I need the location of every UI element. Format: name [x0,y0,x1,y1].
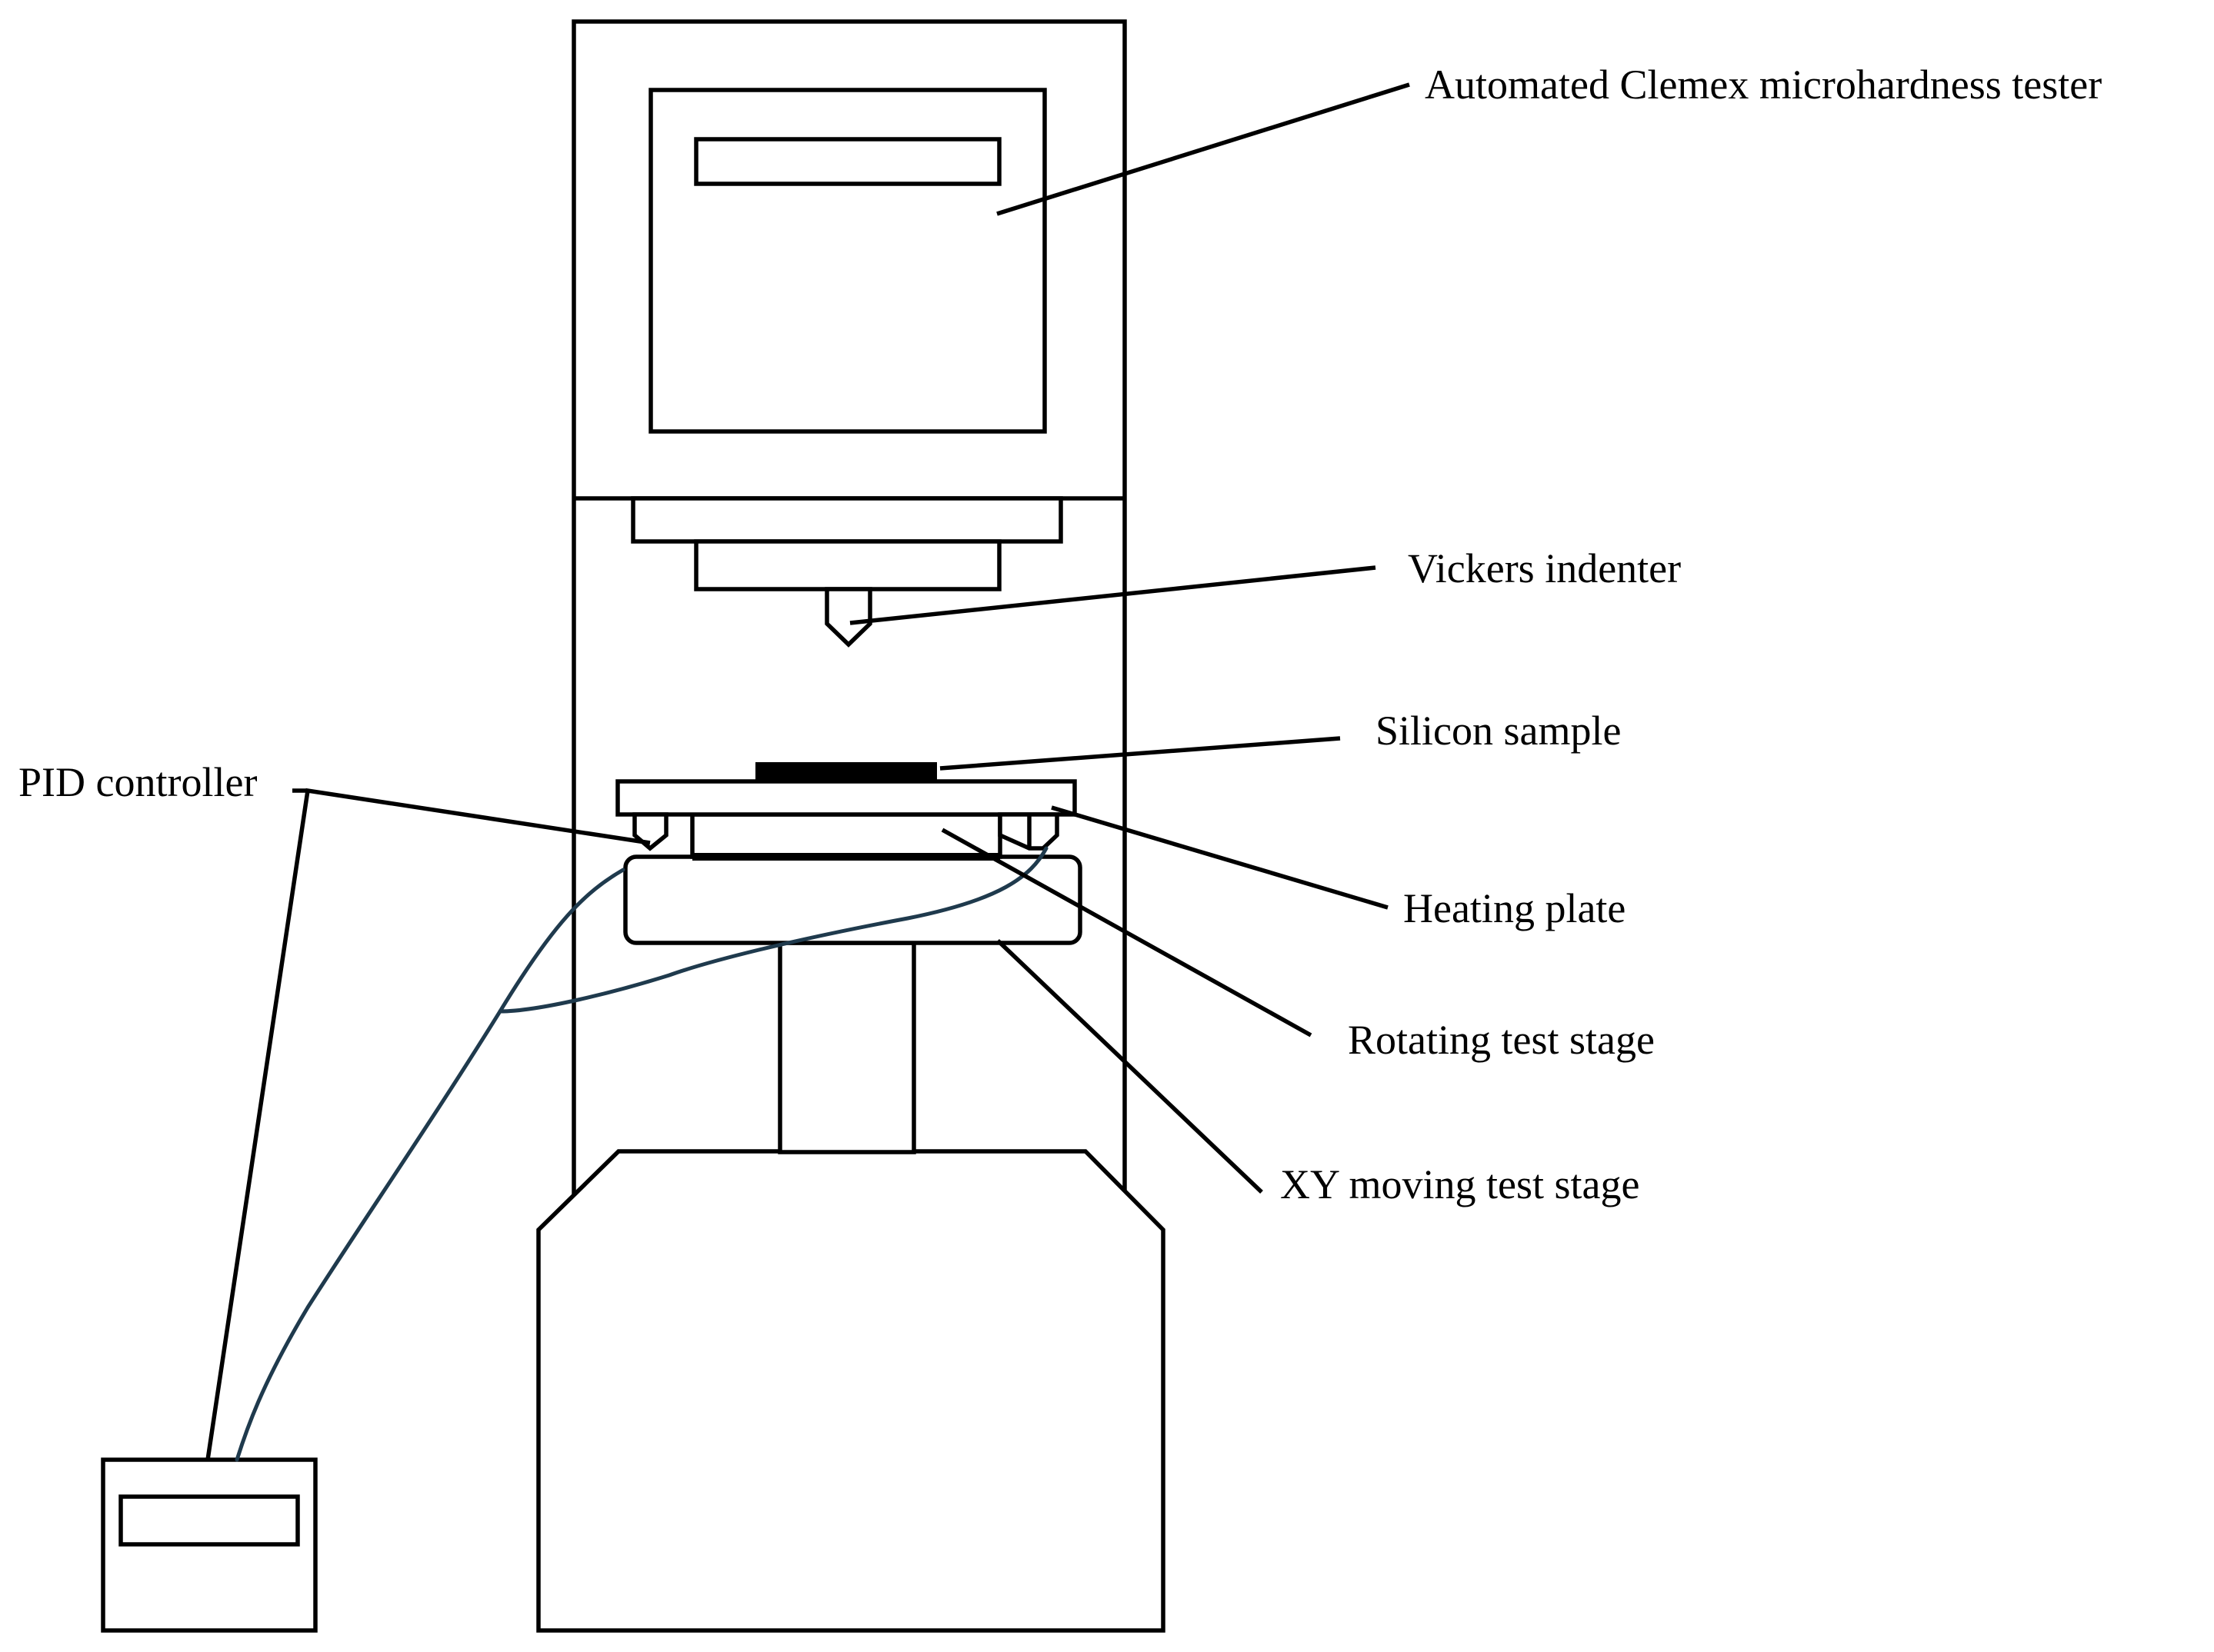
heater-wire-left [235,868,625,1462]
label-tester: Automated Clemex microhardness tester [1425,62,2102,108]
heating-plate [615,779,1077,817]
vickers-indenter [825,587,872,648]
stage-support-column [778,941,916,1154]
label-pid-controller: PID controller [18,759,257,805]
indenter-leader-line [849,565,1376,625]
tester-screen-readout [694,137,1002,186]
label-xy-stage: XY moving test stage [1280,1161,1639,1207]
base-body [536,1149,1165,1633]
xy-stage-leader-line [996,939,1263,1194]
label-heating-plate: Heating plate [1403,885,1625,931]
heating-plate-leader-line [1051,805,1389,910]
label-sample: Silicon sample [1375,708,1621,754]
label-indenter: Vickers indenter [1408,545,1681,591]
turret-lower-block [694,539,1002,591]
rotating-stage-leader-line [941,828,1312,1037]
heater-wire-right [498,846,1049,1014]
pid-controller-display [118,1494,300,1547]
pid-leader-line [205,788,651,1460]
silicon-sample [755,762,937,781]
sample-leader-line [939,736,1341,771]
tester-leader-line [996,82,1410,216]
label-rotating-stage: Rotating test stage [1348,1017,1655,1063]
turret-upper-block [631,496,1063,544]
